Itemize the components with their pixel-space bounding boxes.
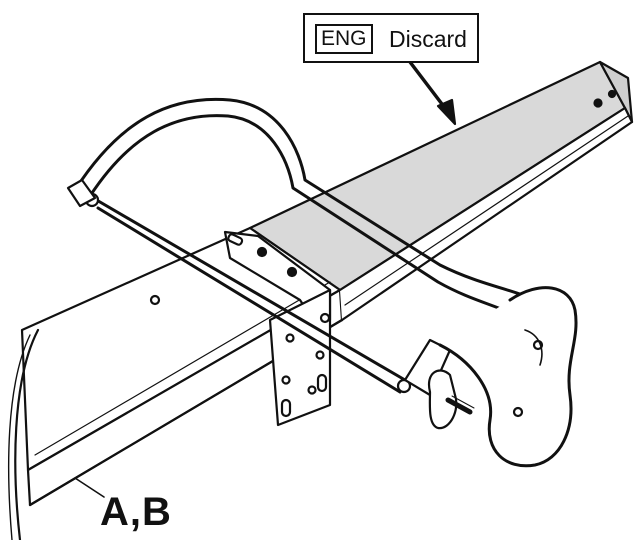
side-leg — [14, 328, 40, 540]
side-leg-inner — [7, 334, 31, 540]
bracket-slot — [316, 373, 328, 393]
wing-nut-icon — [427, 369, 475, 430]
saw-handle — [438, 286, 578, 468]
bracket-slot — [227, 233, 244, 246]
bracket-hole — [281, 375, 291, 385]
bracket-hole — [307, 385, 317, 395]
discard-instruction: Discard — [389, 26, 467, 52]
bracket-slot — [280, 398, 292, 418]
beam-hole — [149, 294, 161, 306]
bracket-bolt — [256, 246, 268, 258]
bracket-bolt — [319, 312, 331, 324]
beam-hole — [593, 98, 603, 108]
bracket-hole — [285, 333, 295, 343]
label-leader-line — [74, 477, 105, 498]
bracket-bolt — [286, 266, 298, 278]
beam-groove — [34, 281, 331, 456]
language-tag: ENG — [315, 24, 373, 54]
beam-groove-3 — [344, 115, 629, 306]
hacksaw-icon — [66, 97, 578, 468]
beam-hole — [607, 89, 617, 99]
arrow-icon — [408, 60, 457, 126]
callout-box: ENG Discard — [303, 13, 479, 63]
bracket-hole — [315, 350, 325, 360]
part-label: A,B — [100, 490, 172, 534]
